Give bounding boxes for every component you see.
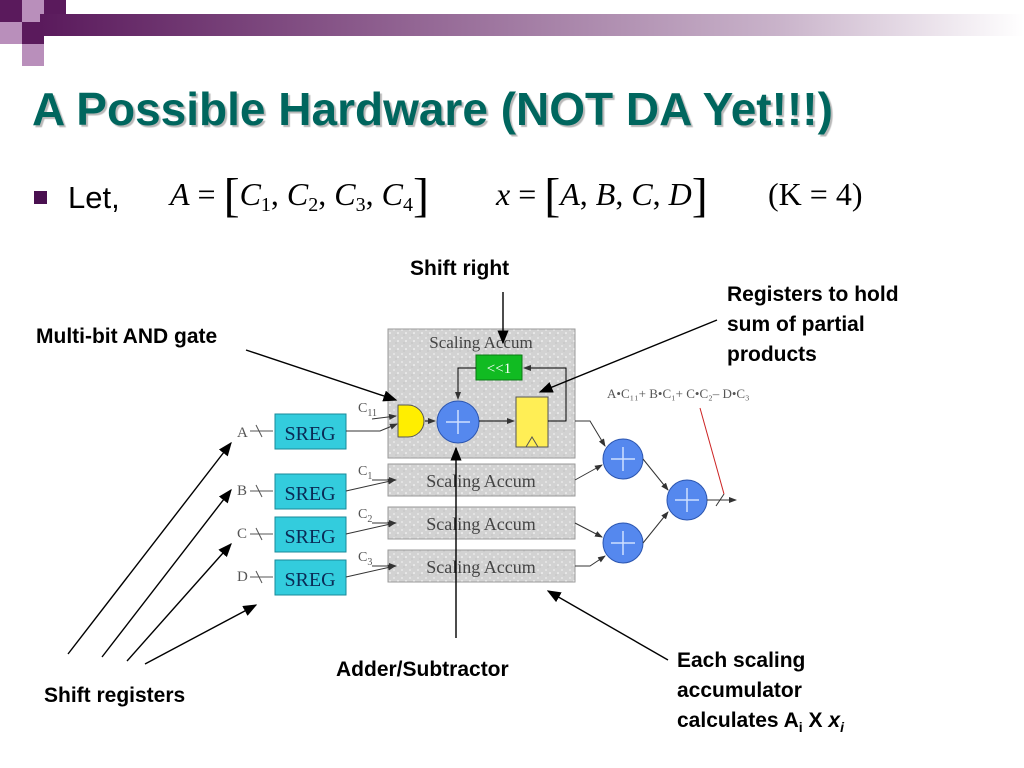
coeff-c3: C3 — [358, 550, 372, 568]
bullet-lead: Let, — [68, 180, 120, 215]
output-pointer — [699, 407, 725, 495]
slide-title: A Possible Hardware (NOT DA Yet!!!) — [32, 83, 833, 135]
scaling-accum-c — [387, 506, 576, 540]
sreg-a — [274, 413, 347, 450]
sreg-a-label: SREG — [284, 423, 335, 445]
coeff-c2: C2 — [358, 507, 372, 525]
equation-x: x = [A, B, C, D] — [496, 169, 708, 222]
accum-c-label: Scaling Accum — [426, 514, 535, 534]
input-a: A — [237, 425, 248, 441]
sreg-b — [274, 473, 347, 510]
input-c: C — [237, 526, 247, 542]
coeff-c11: C11 — [358, 401, 377, 419]
label-shift-right: Shift right — [410, 257, 510, 280]
shift-left-label: <<1 — [487, 361, 511, 377]
input-d: D — [237, 569, 248, 585]
sreg-d — [274, 559, 347, 596]
sreg-b-label: SREG — [284, 483, 335, 505]
label-adder: Adder/Subtractor — [336, 658, 509, 681]
coeff-c1: C1 — [358, 464, 372, 482]
accum-b-label: Scaling Accum — [426, 471, 535, 491]
label-registers: Registers to hold sum of partial product… — [727, 283, 899, 366]
scaling-accum-b — [387, 463, 576, 497]
accum-d-label: Scaling Accum — [426, 557, 535, 577]
input-b: B — [237, 483, 247, 499]
equation-K: (K = 4) — [768, 176, 863, 212]
label-shift-registers: Shift registers — [44, 684, 186, 707]
sreg-c-label: SREG — [284, 526, 335, 548]
scaling-accum-d — [387, 549, 576, 583]
accum-main-label: Scaling Accum — [429, 333, 532, 352]
shift-left-box — [475, 354, 523, 381]
label-and-gate: Multi-bit AND gate — [36, 325, 218, 348]
and-gate — [397, 404, 425, 438]
sreg-c — [274, 516, 347, 553]
sreg-d-label: SREG — [284, 569, 335, 591]
bullet-marker — [34, 191, 47, 204]
equation-A: A = [C1, C2, C3, C4] — [170, 169, 429, 222]
output-expression: A•C₁₁+ B•C₁+ C•C₂– D•C₃ — [607, 386, 750, 401]
header-gradient-bar — [40, 14, 1024, 36]
label-each-accum: Each scaling accumulator calculates Ai X… — [677, 649, 844, 736]
partial-sum-register — [515, 396, 549, 448]
